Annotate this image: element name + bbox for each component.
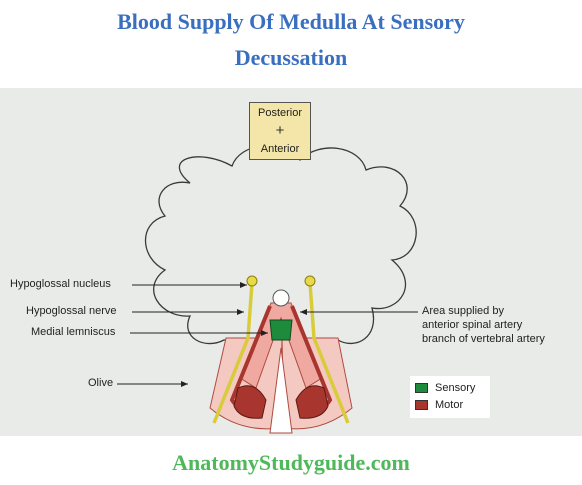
pyramid-motor-right — [295, 385, 329, 419]
label-hypoglossal-nerve: Hypoglossal nerve — [26, 305, 117, 317]
hypoglossal-nucleus-left — [246, 275, 258, 287]
legend-label-motor: Motor — [435, 399, 464, 411]
label-hypoglossal-nucleus: Hypoglossal nucleus — [10, 278, 111, 290]
legend-swatch-sensory — [415, 383, 428, 393]
orientation-cross: + — [275, 122, 285, 139]
hypoglossal-nucleus-right — [304, 275, 316, 287]
page-title: Blood Supply Of Medulla At Sensory Decus… — [0, 4, 582, 76]
title-line-2: Decussation — [234, 45, 348, 70]
medulla-diagram — [117, 145, 418, 434]
hypoglossal-nerve-left — [212, 282, 254, 424]
label-area-line-2: anterior spinal artery — [422, 319, 523, 331]
footer-watermark: AnatomyStudyguide.com — [172, 450, 410, 475]
hypoglossal-nerve-right — [308, 282, 350, 424]
label-area-line-1: Area supplied by — [422, 305, 504, 317]
orientation-anterior: Anterior — [260, 143, 300, 155]
orientation-posterior: Posterior — [257, 107, 303, 119]
sensory-lemniscus — [269, 319, 293, 341]
legend-label-sensory: Sensory — [435, 382, 476, 394]
label-medial-lemniscus: Medial lemniscus — [31, 326, 116, 338]
label-area-line-3: branch of vertebral artery — [422, 333, 545, 345]
legend: Sensory Motor — [410, 376, 490, 418]
pyramid-motor-left — [233, 385, 267, 419]
anterior-median-fissure — [269, 347, 293, 434]
orientation-box: Posterior + Anterior — [249, 102, 311, 160]
legend-swatch-motor — [415, 400, 428, 410]
diagram-panel: Posterior + Anterior Hypoglossal nucleus… — [0, 88, 582, 436]
title-line-1: Blood Supply Of Medulla At Sensory — [117, 9, 465, 34]
label-olive: Olive — [88, 377, 114, 389]
central-canal — [272, 289, 290, 307]
